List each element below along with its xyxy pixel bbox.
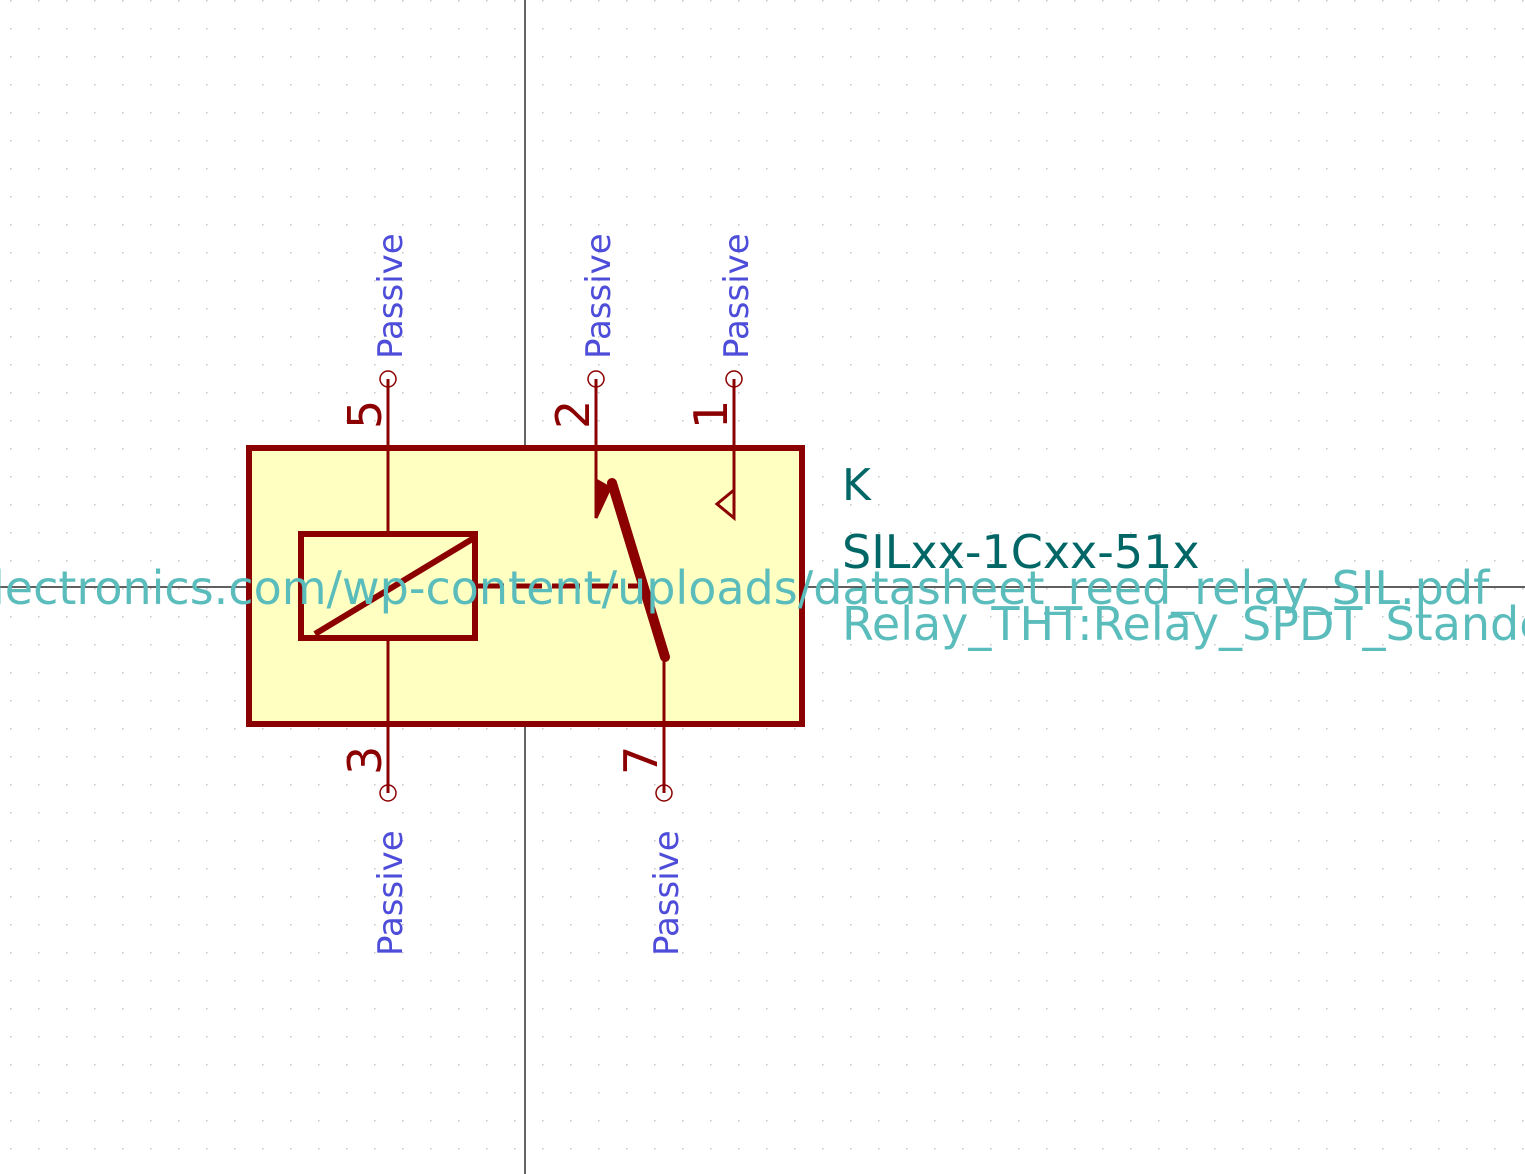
pin-end-7[interactable] xyxy=(655,784,673,802)
footprint-field[interactable]: Relay_THT:Relay_SPDT_Standex-SIL xyxy=(842,597,1525,651)
pin-type-3: Passive xyxy=(371,830,411,956)
pin-end-2[interactable] xyxy=(587,370,605,388)
pin-number-7: 7 xyxy=(614,746,668,775)
pin-type-2: Passive xyxy=(579,233,619,359)
pin-end-3[interactable] xyxy=(379,784,397,802)
reference-designator[interactable]: K xyxy=(842,460,872,511)
coil-diagonal xyxy=(313,535,476,637)
pin-number-3: 3 xyxy=(338,746,392,775)
pin-number-2: 2 xyxy=(546,400,600,429)
pin-number-5: 5 xyxy=(338,400,392,429)
value-field[interactable]: SILxx-1Cxx-51x xyxy=(842,525,1200,579)
datasheet-field[interactable]: https://standexelectronics.com/wp-conten… xyxy=(0,561,1491,615)
nc-contact-arrow xyxy=(594,477,612,519)
pin-type-7: Passive xyxy=(647,830,687,956)
pin-end-1[interactable] xyxy=(725,370,743,388)
pin-type-1: Passive xyxy=(717,233,757,359)
switch-arm xyxy=(607,478,670,662)
pin-end-5[interactable] xyxy=(379,370,397,388)
pin-type-5: Passive xyxy=(371,233,411,359)
no-contact-arrow xyxy=(714,488,736,522)
pin-number-1: 1 xyxy=(684,400,738,429)
